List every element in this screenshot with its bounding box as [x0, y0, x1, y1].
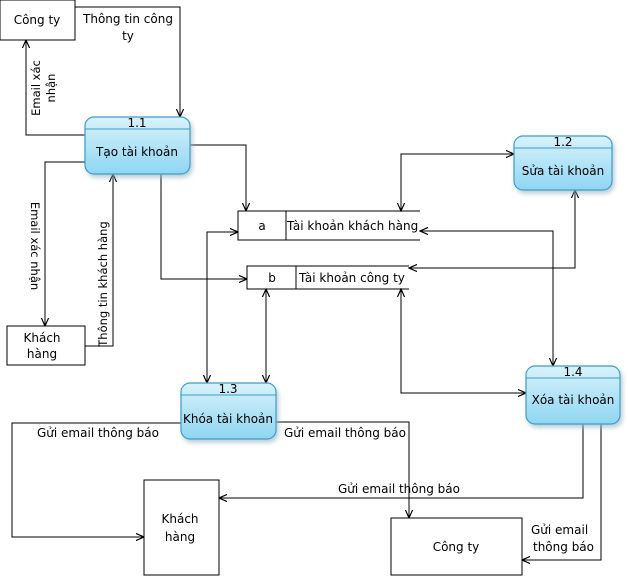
- entity-cong-ty-top[interactable]: Công ty: [0, 0, 76, 41]
- flow-label: ty: [122, 29, 134, 43]
- flow-label: Gửi email: [531, 523, 588, 537]
- process-id: 1.1: [127, 116, 146, 130]
- entity-label: hàng: [27, 347, 57, 361]
- data-store-a[interactable]: a Tài khoản khách hàng: [237, 210, 420, 241]
- flow-label: Gửi email thông báo: [37, 426, 159, 440]
- flow-12-store-b: [409, 190, 575, 268]
- entity-khach-hang-left[interactable]: Khách hàng: [6, 325, 86, 366]
- entity-cong-ty-bottom[interactable]: Công ty: [390, 517, 523, 576]
- process-label: Tạo tài khoản: [95, 145, 178, 159]
- flow-store-b-14: [401, 289, 526, 393]
- process-label: Sửa tài khoản: [522, 164, 604, 178]
- entity-label: Công ty: [433, 540, 480, 554]
- flow-store-a-13: [207, 232, 238, 383]
- data-store-b[interactable]: b Tài khoản công ty: [246, 265, 409, 290]
- flow-gui-email-13-ct: [276, 421, 409, 518]
- entity-label: hàng: [165, 530, 195, 544]
- entity-label: Khách: [23, 331, 60, 345]
- entity-khach-hang-bottom[interactable]: Khách hàng: [143, 479, 220, 576]
- flow-label: Email xác nhận: [28, 202, 42, 290]
- flow-thong-tin-khach-hang: [85, 174, 113, 347]
- flow-11-to-store-a: [190, 144, 246, 211]
- store-id: a: [258, 219, 265, 233]
- flow-11-to-store-b: [160, 174, 247, 279]
- process-1-2[interactable]: 1.2 Sửa tài khoản: [513, 135, 613, 191]
- process-id: 1.2: [553, 135, 572, 149]
- process-id: 1.4: [563, 365, 582, 379]
- process-1-3[interactable]: 1.3 Khóa tài khoản: [180, 382, 277, 440]
- flow-label: Gửi email thông báo: [338, 482, 460, 496]
- flow-label: Thông tin khách hàng: [96, 221, 110, 347]
- flow-email-xac-nhan-left: [45, 161, 85, 326]
- flow-label: nhận: [44, 74, 58, 103]
- flow-store-a-12: [401, 154, 514, 211]
- flow-store-a-14: [420, 231, 553, 366]
- flow-label: Email xác: [29, 60, 43, 116]
- flow-label: thông báo: [533, 540, 594, 554]
- flow-email-xac-nhan-top: [26, 40, 85, 136]
- flow-gui-email-13-kh: [11, 422, 181, 537]
- process-label: Khóa tài khoản: [183, 412, 273, 426]
- flow-gui-email-14-ct: [522, 424, 602, 560]
- process-1-4[interactable]: 1.4 Xóa tài khoản: [525, 365, 621, 425]
- flow-thong-tin-cong-ty: [75, 6, 180, 117]
- process-1-1[interactable]: 1.1 Tạo tài khoản: [84, 116, 191, 175]
- process-id: 1.3: [218, 382, 237, 396]
- store-label: Tài khoản công ty: [298, 271, 405, 285]
- flow-label: Thông tin công: [82, 12, 173, 26]
- entity-label: Công ty: [14, 13, 61, 27]
- flow-label: Gửi email thông báo: [284, 426, 406, 440]
- process-label: Xóa tài khoản: [532, 393, 615, 407]
- entity-label: Khách: [161, 512, 198, 526]
- flow-gui-email-14-kh: [219, 424, 584, 498]
- store-id: b: [268, 271, 276, 285]
- flow-lines: [11, 6, 602, 560]
- store-label: Tài khoản khách hàng: [286, 219, 418, 233]
